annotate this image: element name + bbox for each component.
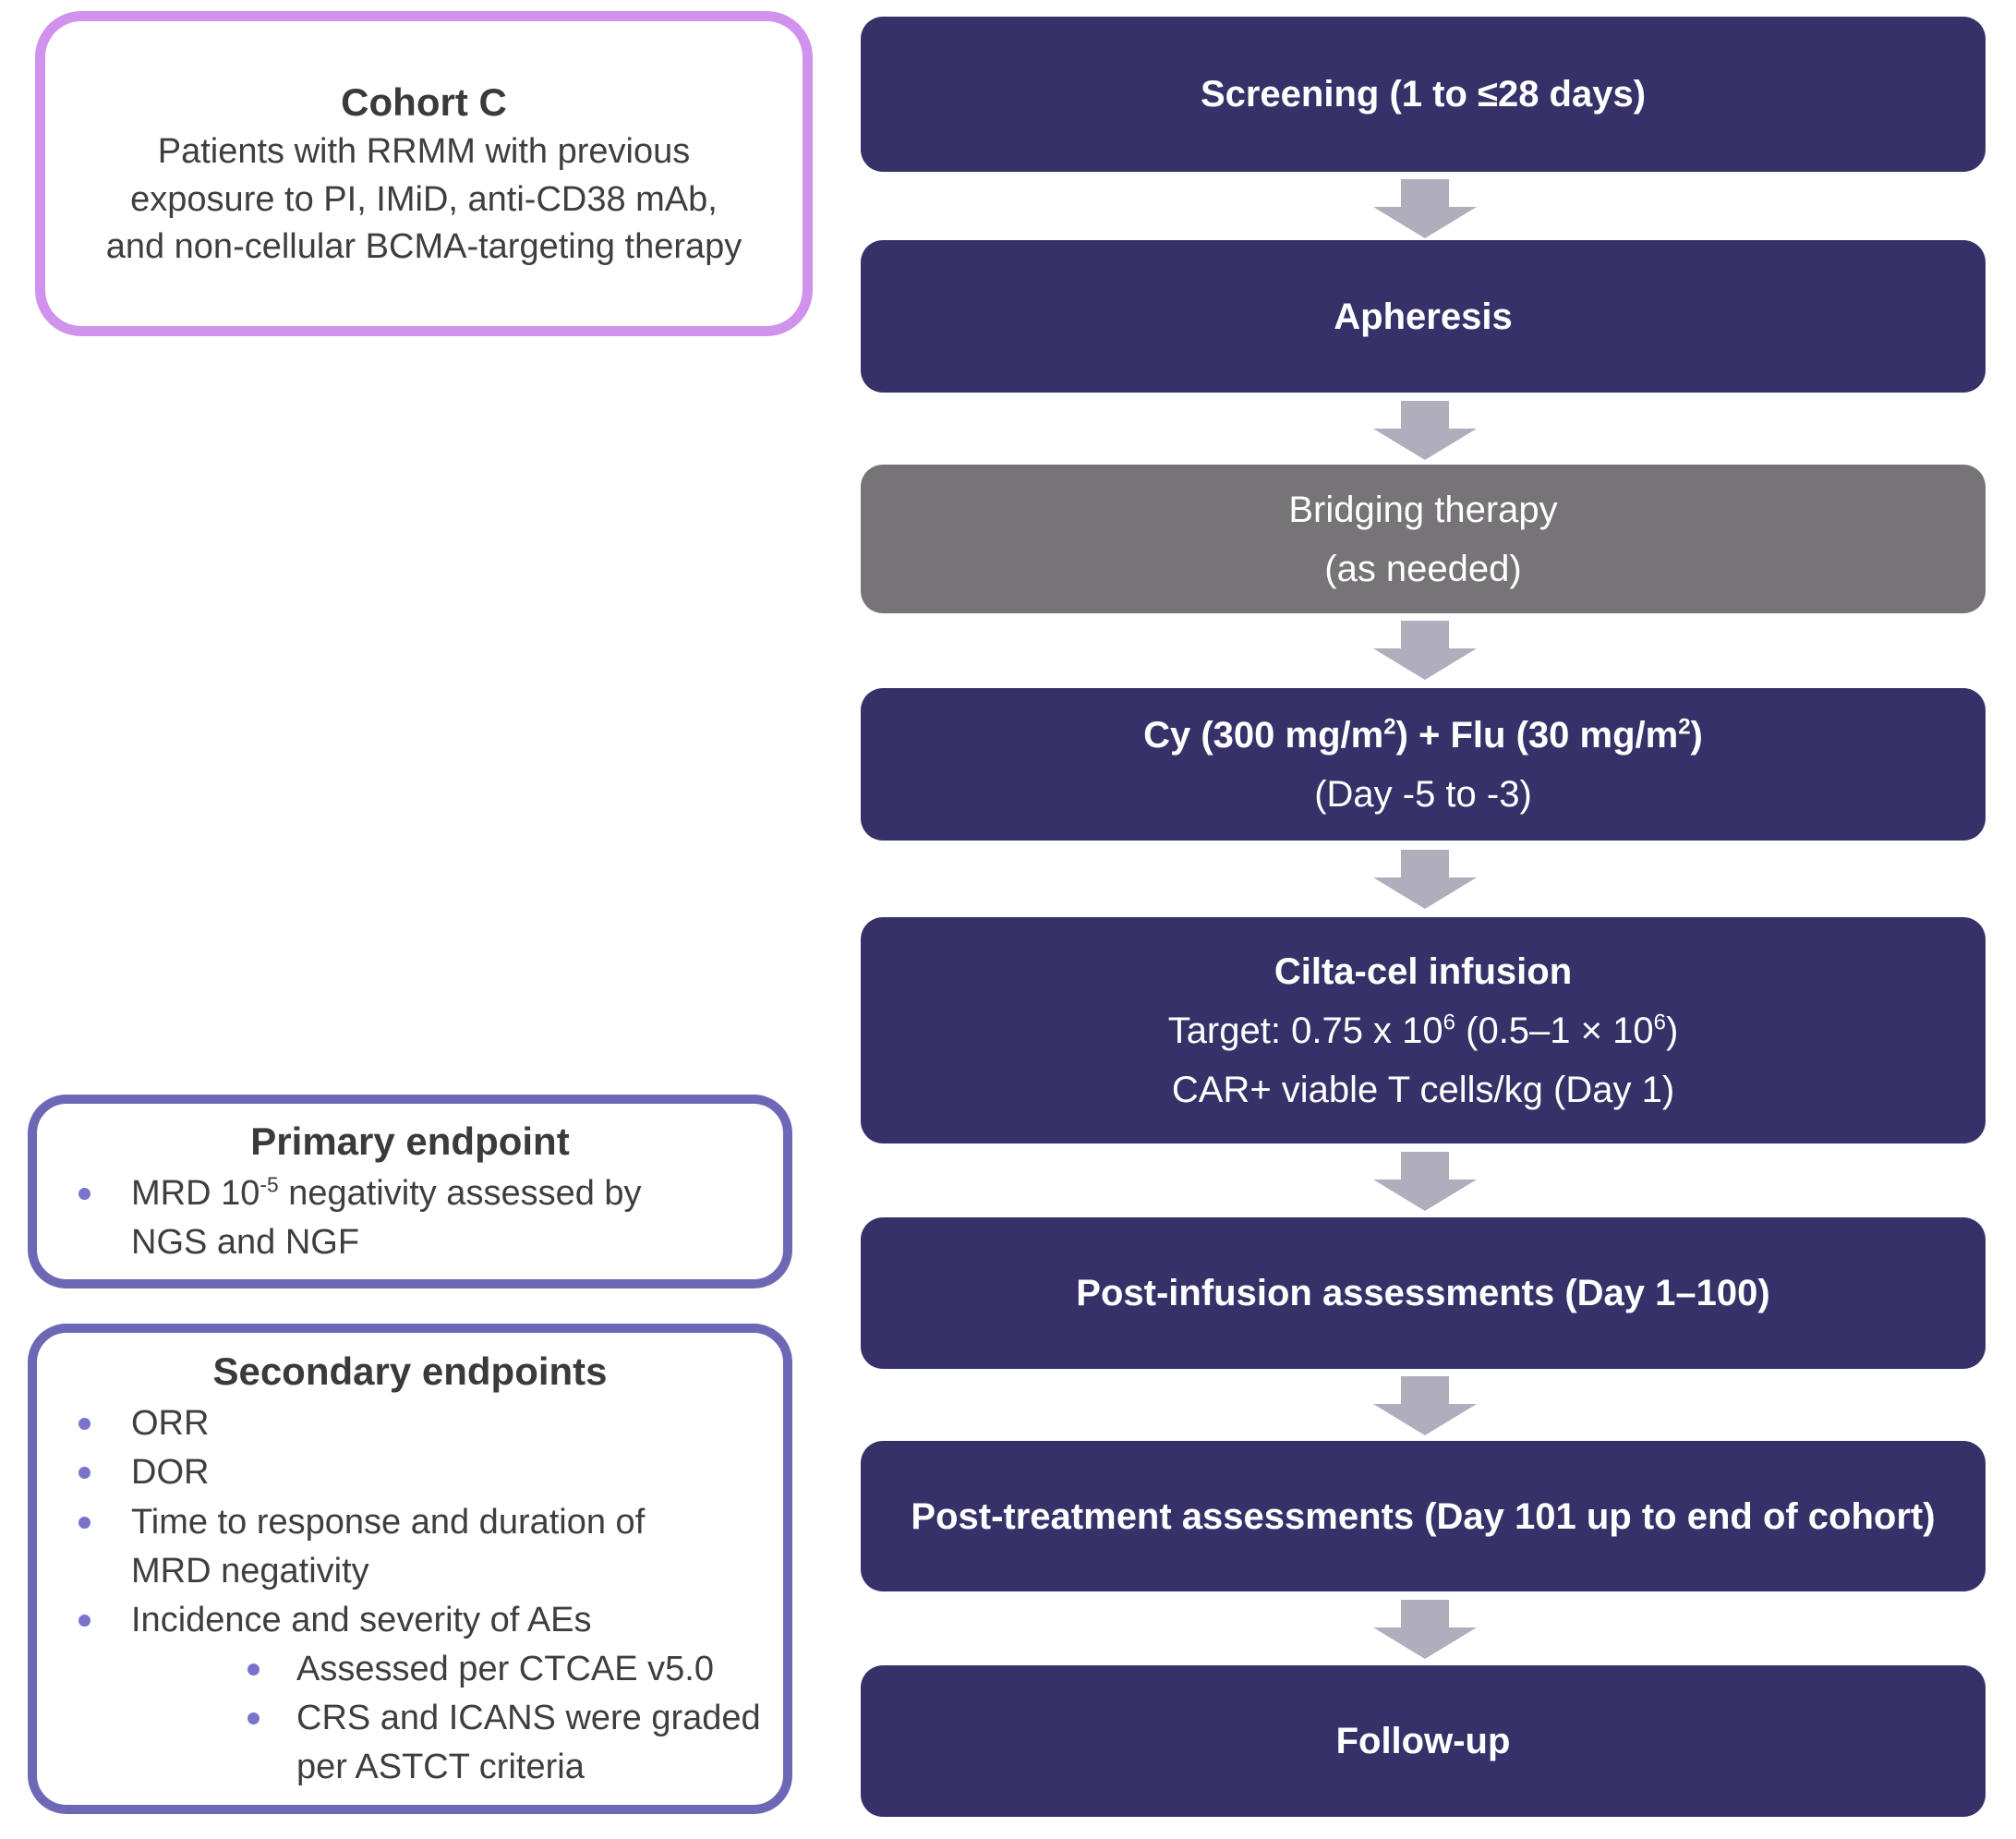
down-arrow-icon (1373, 621, 1477, 680)
flow-step-bridging-therapy: Bridging therapy (as needed) (861, 465, 1986, 613)
list-item-text: ORR (131, 1404, 210, 1444)
flow-step-post-infusion: Post-infusion assessments (Day 1–100) (861, 1217, 1986, 1369)
bullet-dot (78, 1467, 91, 1480)
list-item-text: CRS and ICANS were graded per ASTCT crit… (296, 1699, 761, 1787)
cohort-box: Cohort C Patients with RRMM with previou… (35, 11, 813, 336)
list-item: Time to response and duration of MRD neg… (37, 1498, 783, 1596)
primary-endpoint-box: Primary endpoint MRD 10-5 negativity ass… (28, 1095, 792, 1289)
primary-endpoint-title: Primary endpoint (250, 1119, 570, 1164)
bullet-dot (78, 1188, 91, 1201)
secondary-endpoints-title: Secondary endpoints (212, 1349, 608, 1394)
flow-step-label: Post-treatment assessments (Day 101 up t… (911, 1495, 1936, 1537)
list-subitem: CRS and ICANS were graded per ASTCT crit… (37, 1694, 783, 1792)
list-item-text: Time to response and duration of MRD neg… (131, 1502, 646, 1591)
bullet-dot (78, 1614, 91, 1627)
secondary-endpoints-box: Secondary endpoints ORR DOR Time to resp… (28, 1324, 792, 1814)
bullet-dot (247, 1712, 260, 1725)
flow-step-follow-up: Follow-up (861, 1665, 1986, 1817)
list-item-text: Assessed per CTCAE v5.0 (296, 1650, 714, 1689)
flow-step-label: Post-infusion assessments (Day 1–100) (1076, 1273, 1770, 1313)
flow-step-label: Follow-up (1335, 1721, 1511, 1761)
flow-step-label: Bridging therapy (1288, 489, 1558, 530)
cohort-description: Patients with RRMM with previous exposur… (105, 132, 742, 266)
flow-step-label: Screening (1 to ≤28 days) (1200, 74, 1647, 115)
down-arrow-icon (1373, 179, 1477, 238)
list-item-text: Incidence and severity of AEs (131, 1600, 592, 1639)
flow-step-apheresis: Apheresis (861, 240, 1986, 393)
flow-step-label: Cilta-cel infusion (1274, 950, 1573, 992)
down-arrow-icon (1373, 1600, 1477, 1659)
down-arrow-icon (1373, 1152, 1477, 1211)
down-arrow-icon (1373, 401, 1477, 460)
flow-step-lymphodepletion: Cy (300 mg/m2) + Flu (30 mg/m2) (Day -5 … (861, 688, 1986, 841)
flow-step-label: Cy (300 mg/m2) + Flu (30 mg/m2) (1143, 714, 1703, 756)
list-item-text: DOR (131, 1453, 210, 1493)
list-item: Incidence and severity of AEs (37, 1596, 783, 1645)
list-item: DOR (37, 1448, 783, 1497)
list-item-text: MRD 10-5 negativity assessed by NGS and … (131, 1172, 642, 1263)
list-item: MRD 10-5 negativity assessed by NGS and … (37, 1169, 783, 1267)
bullet-dot (78, 1516, 91, 1529)
flow-step-subtext: Target: 0.75 x 106 (0.5–1 × 106) (1167, 1010, 1679, 1051)
cohort-title: Cohort C (341, 79, 507, 124)
flow-step-post-treatment: Post-treatment assessments (Day 101 up t… (861, 1441, 1986, 1591)
flow-step-subtext: (Day -5 to -3) (1314, 773, 1532, 815)
flow-step-subtext: (as needed) (1324, 548, 1522, 589)
flow-step-screening: Screening (1 to ≤28 days) (861, 17, 1986, 172)
flow-step-label: Apheresis (1334, 296, 1513, 337)
down-arrow-icon (1373, 850, 1477, 909)
down-arrow-icon (1373, 1376, 1477, 1435)
bullet-dot (78, 1418, 91, 1431)
list-item: ORR (37, 1399, 783, 1448)
flow-step-subtext: CAR+ viable T cells/kg (Day 1) (1171, 1069, 1675, 1110)
list-subitem: Assessed per CTCAE v5.0 (37, 1645, 783, 1694)
bullet-dot (247, 1664, 260, 1676)
flow-step-ciltacel-infusion: Cilta-cel infusion Target: 0.75 x 106 (0… (861, 917, 1986, 1143)
